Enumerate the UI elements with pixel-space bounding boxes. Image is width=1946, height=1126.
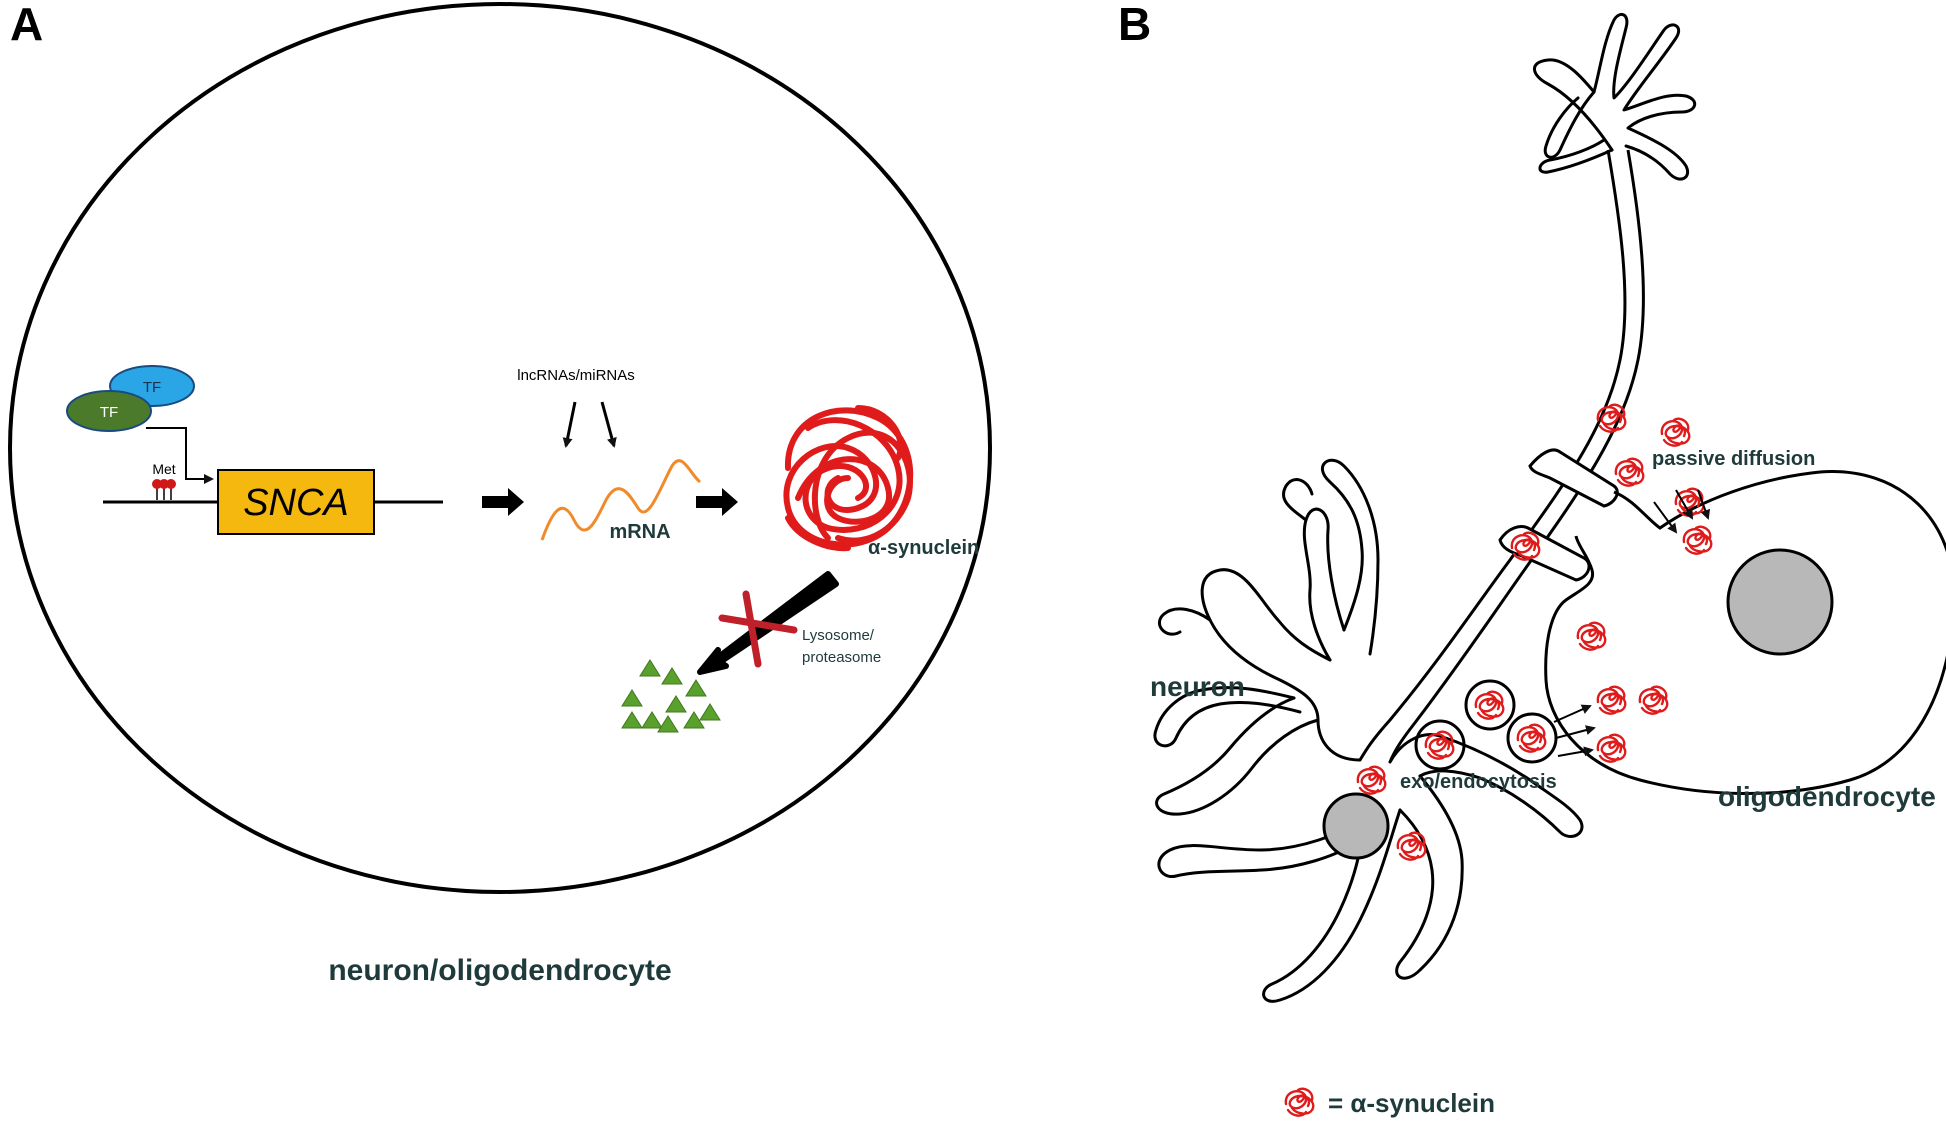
cell-type-label: neuron/oligodendrocyte [328, 954, 671, 987]
exo-endocytosis-label: exo/endocytosis [1400, 771, 1557, 793]
mrna-wave [540, 459, 702, 541]
legend-label: = α-synuclein [1328, 1088, 1495, 1118]
cell-membrane [8, 2, 992, 894]
snca-gene-label: SNCA [243, 482, 349, 524]
tf-blue-label: TF [143, 379, 161, 396]
transcription-factors: TF TF [66, 365, 195, 432]
panel-b-letter: B [1118, 0, 1151, 50]
alpha-synuclein-aggregate [783, 405, 914, 552]
oligodendrocyte-nucleus [1726, 548, 1834, 656]
axon-left-edge [1358, 149, 1627, 761]
blocked-x-icon [718, 590, 798, 668]
tf-activation-arrow [146, 427, 214, 484]
panel-a-letter: A [10, 0, 43, 50]
transcription-arrow [482, 488, 524, 516]
legend: = α-synuclein [1284, 1087, 1495, 1118]
degradation-label-line1: Lysosome/ [802, 627, 875, 644]
met-label: Met [152, 461, 175, 477]
tf-green-label: TF [100, 404, 118, 421]
oligodendrocyte-membrane [1544, 470, 1946, 796]
legend-synuclein-icon [1284, 1087, 1315, 1117]
methylation-marks: Met [152, 461, 176, 500]
tf-green [66, 390, 152, 432]
myelin-sheath-upper [1528, 448, 1619, 508]
passive-diffusion-label: passive diffusion [1652, 448, 1815, 470]
snca-gene-box [217, 469, 375, 535]
degradation-label-line2: proteasome [802, 649, 881, 666]
neuron-nucleus [1322, 792, 1390, 860]
axon-right-edge [1388, 149, 1645, 763]
regulator-arrow-left [562, 401, 577, 448]
vesicle [1414, 719, 1466, 771]
panel-b: B [1118, 0, 1946, 1118]
peptide-fragments [621, 659, 721, 733]
axon-terminal-dendrites [1533, 12, 1697, 181]
panel-a: A TF TF Met SNCA lnc [8, 0, 992, 987]
transport-arrows [1553, 489, 1711, 757]
neuron-label: neuron [1150, 671, 1245, 702]
synuclein-label: α-synuclein [868, 537, 979, 559]
regulator-arrow-right [600, 401, 617, 448]
translation-arrow [696, 488, 738, 516]
mrna-label: mRNA [609, 521, 670, 543]
neuron-outline [1153, 458, 1584, 1003]
oligodendrocyte-label: oligodendrocyte [1718, 781, 1936, 812]
vesicle [1464, 679, 1516, 731]
regulators-label: lncRNAs/miRNAs [517, 367, 635, 384]
